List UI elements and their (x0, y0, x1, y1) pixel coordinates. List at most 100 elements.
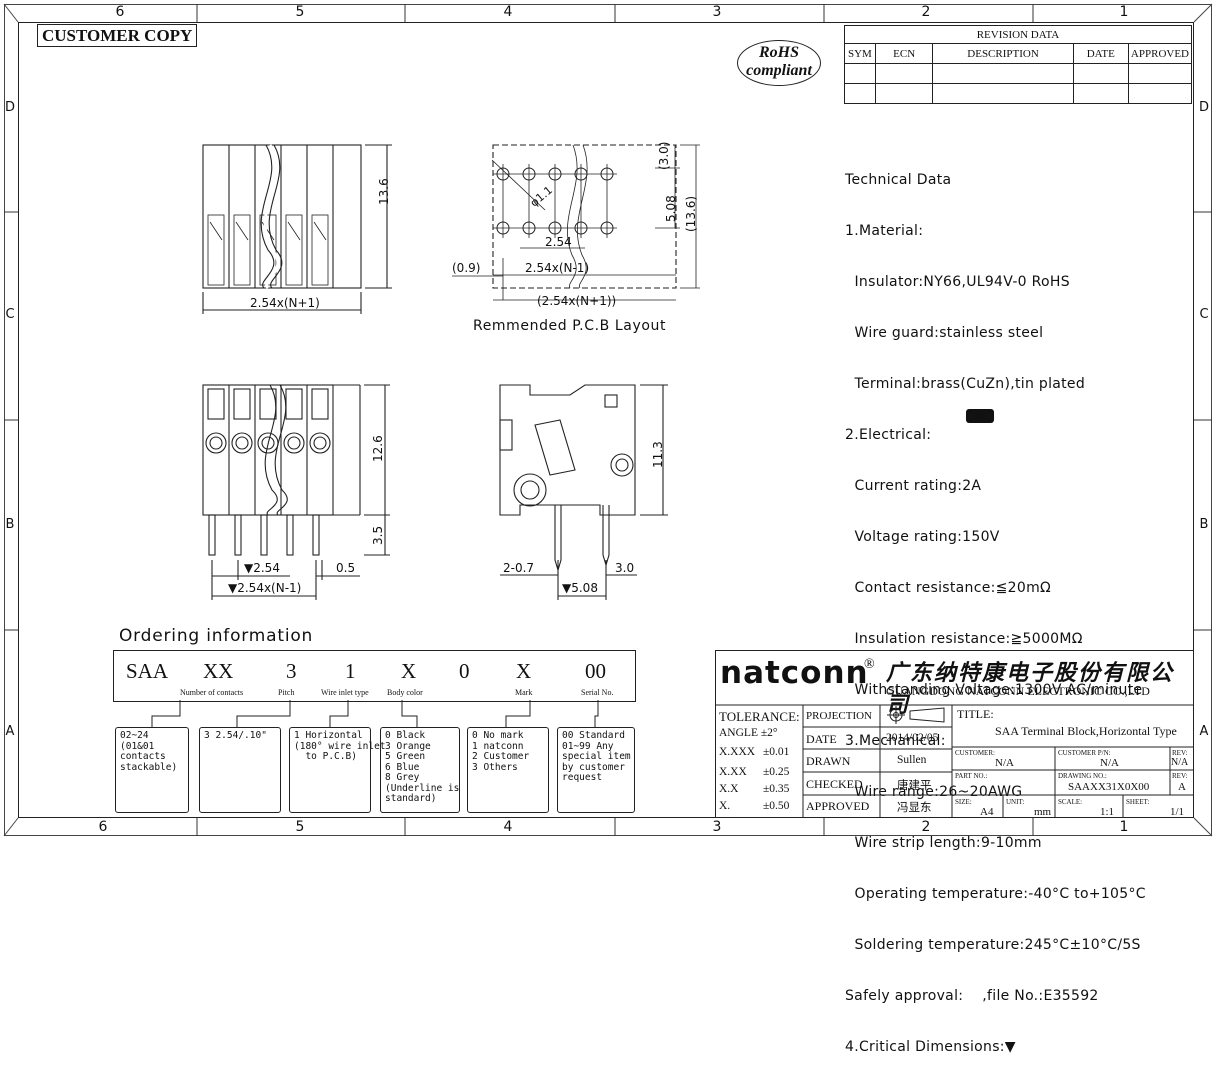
revision-title: REVISION DATA (844, 25, 1192, 44)
tol-xx-value: ±0.25 (763, 766, 790, 778)
title-block-grid (715, 704, 1194, 817)
dim-pcb-pitch: 2.54 (545, 235, 572, 249)
frame-corners (3, 3, 1213, 837)
label-pitch: Pitch (278, 688, 295, 697)
sheet-value: 1/1 (1170, 806, 1185, 818)
brand-logo: natconn (720, 655, 869, 691)
dim-profile-30: 3.0 (615, 561, 635, 575)
tech-line: Contact resistance:≦20mΩ (845, 580, 1052, 596)
side-view (202, 384, 390, 600)
zone-col-4: 4 (503, 4, 513, 20)
zone-col-6-bottom: 6 (98, 819, 108, 835)
dim-pcb-n-minus-1: 2.54x(N-1) (525, 261, 590, 275)
mechanical-drawings (202, 144, 700, 600)
size-label: SIZE: (955, 798, 972, 806)
tol-x: X.X (719, 783, 739, 795)
tech-line: Insulation resistance:≧5000MΩ (845, 631, 1083, 647)
label-wire-inlet: Wire inlet type (321, 688, 369, 697)
dim-side-n-minus-1: ▼2.54x(N-1) (228, 581, 302, 595)
tech-line: Withstanding Voltage:1300V AC/minute (845, 682, 1143, 698)
ordering-box-body-color: 0 Black 3 Orange 5 Green 6 Blue 8 Grey (… (380, 727, 460, 813)
customer-pn-label: CUSTOMER P/N: (1058, 749, 1111, 757)
rohs-compliant-text: compliant (746, 62, 812, 79)
ordering-leaders (151, 700, 599, 727)
label-body-color: Body color (387, 688, 423, 697)
ordering-box-serial: 00 Standard 01~99 Any special item by cu… (557, 727, 635, 813)
tech-line: Voltage rating:150V (845, 529, 1000, 545)
code-mark: X (516, 659, 532, 683)
label-serial: Serial No. (581, 688, 614, 697)
tol-x0: X. (719, 800, 731, 812)
brand-reg: ® (864, 657, 875, 672)
customer-value: N/A (995, 757, 1014, 769)
drawing-frame (18, 22, 1194, 818)
dim-profile-508: ▼5.08 (562, 581, 598, 595)
zone-col-4-bottom: 4 (503, 819, 513, 835)
tech-line: Safely approval: ,file No.:E35592 (845, 988, 1099, 1004)
unit-label: UNIT: (1006, 798, 1025, 806)
dim-side-05: 0.5 (336, 561, 356, 575)
rev-row (844, 83, 1193, 104)
rohs-text: RoHS (758, 44, 799, 61)
tol-x-value: ±0.35 (763, 783, 790, 795)
dim-pcb-n-plus-1: (2.54x(N+1)) (537, 294, 617, 308)
customer-label: CUSTOMER: (955, 749, 995, 757)
zone-row-a: A (5, 724, 15, 739)
drawn-value: Sullen (897, 754, 927, 766)
size-value: A4 (980, 806, 994, 818)
customer-pn-value: N/A (1100, 757, 1119, 769)
tech-line: Current rating:2A (845, 478, 982, 494)
rev-label-2: REV: (1172, 772, 1188, 780)
drawing-no-label: DRAWING NO.: (1058, 772, 1107, 780)
tol-x0-value: ±0.50 (763, 800, 790, 812)
ordering-title: Ordering information (119, 626, 314, 646)
zone-ticks (4, 4, 1212, 836)
approved-value: 冯显东 (897, 802, 932, 814)
rohs-badge: RoHS compliant (737, 40, 821, 86)
rev-header-approved: APPROVED (1127, 43, 1193, 64)
label-mark: Mark (515, 688, 533, 697)
zone-row-a-right: A (1199, 724, 1209, 739)
ordering-box-pitch: 3 2.54/.10" (199, 727, 281, 813)
dim-side-254: ▼2.54 (244, 561, 280, 575)
zone-col-5-bottom: 5 (295, 819, 305, 835)
tech-line: 2.Electrical: (845, 427, 932, 443)
date-value: 2014/02/05 (886, 732, 939, 744)
tolerance-angle: ANGLE ±2° (719, 727, 778, 739)
drawing-no-value: SAAXX31X0X00 (1068, 781, 1150, 793)
title-label: TITLE: (957, 707, 994, 721)
tech-line: 4.Critical Dimensions:▼ (845, 1039, 1016, 1055)
tolerance-label: TOLERANCE: (719, 709, 800, 724)
rev-value-2: A (1178, 781, 1186, 793)
checked-label: CHECKED (806, 777, 863, 791)
tol-xx: X.XX (719, 766, 747, 778)
checked-value: 唐建平 (897, 780, 932, 792)
zone-col-2: 2 (921, 4, 931, 20)
tech-line: Wire guard:stainless steel (845, 325, 1044, 341)
pcb-layout (492, 144, 677, 289)
revision-table: REVISION DATA SYM ECN DESCRIPTION DATE A… (844, 25, 1193, 104)
part-no-label: PART NO.: (955, 772, 988, 780)
ordering-box-mark: 0 No mark 1 natconn 2 Customer 3 Others (467, 727, 549, 813)
dim-pcb-09: (0.9) (452, 261, 481, 275)
company-en-name: GUANGDONG NATCONN ELECTRONIC CO.,LTD (886, 684, 1150, 698)
dim-front-width: 2.54x(N+1) (250, 296, 320, 310)
rev-value-1: N/A (1171, 757, 1189, 768)
drawn-label: DRAWN (806, 754, 851, 768)
drawing-title: SAA Terminal Block,Horizontal Type (995, 724, 1177, 738)
code-series: SAA (126, 659, 169, 683)
tech-line: Wire range:26~20AWG (845, 784, 1023, 800)
tech-line: Soldering temperature:245°C±10°C/5S (845, 937, 1141, 953)
approved-label: APPROVED (806, 799, 870, 813)
zone-row-d: D (4, 100, 15, 115)
label-contacts: Number of contacts (180, 688, 244, 697)
tech-line: Terminal:brass(CuZn),tin plated (845, 376, 1086, 392)
zone-col-1: 1 (1119, 4, 1129, 20)
projection-label: PROJECTION (806, 710, 873, 722)
zone-col-3: 3 (712, 4, 722, 20)
code-wire-inlet: 1 (345, 659, 356, 683)
ordering-code-box: SAA XX 3 1 X 0 X 00 Number of contacts P… (113, 650, 636, 702)
ordering-box-contacts: 02~24 (01&01 contacts stackable) (115, 727, 189, 813)
zone-row-b-right: B (1199, 517, 1209, 532)
scale-value: 1:1 (1100, 806, 1115, 818)
